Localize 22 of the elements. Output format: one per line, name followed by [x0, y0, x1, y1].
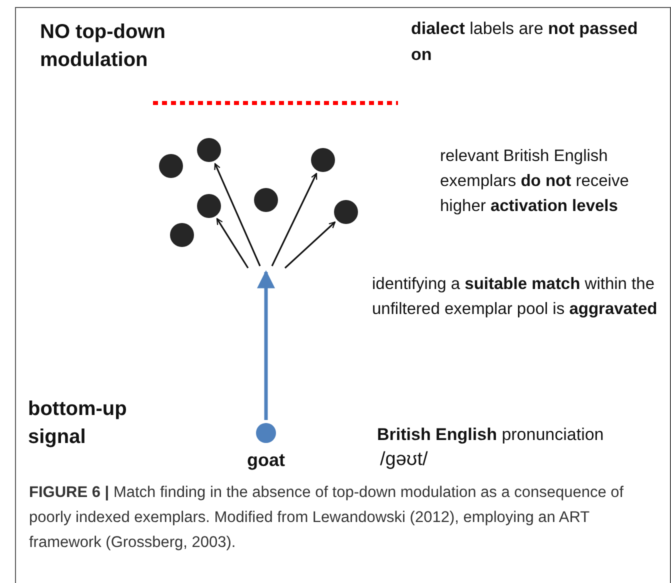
exemplar-dot	[170, 223, 194, 247]
exemplar-dot	[311, 148, 335, 172]
word-label: goat	[246, 449, 286, 471]
exemplar-dot	[334, 200, 358, 224]
exemplar-dot	[159, 154, 183, 178]
signal-source-dot	[256, 423, 276, 443]
annotation-text: dialect labels are not passed on	[411, 18, 639, 66]
heading-text: bottom-up signal	[28, 397, 128, 450]
figure-caption: FIGURE 6 | Match finding in the absence of top-down modulation as a consequence of poorly indexed exemplars. Modified from Lewandowski (2012), employing an ART framework (Grossberg, 2003).	[29, 483, 625, 553]
exemplar-dot	[197, 194, 221, 218]
annotation-text: relevant British English exemplars do not receive higher activation levels	[440, 146, 630, 217]
annotation-text: British English pronunciation	[377, 424, 605, 446]
arrow	[284, 222, 336, 269]
arrow	[271, 172, 318, 266]
arrow	[214, 163, 261, 266]
arrow	[216, 218, 249, 268]
exemplar-dot	[254, 188, 278, 212]
annotation-text: identifying a suitable match within the unfiltered exemplar pool is aggravated	[372, 274, 658, 320]
annotation-text: /gəʊt/	[380, 448, 429, 472]
arrow	[257, 270, 275, 420]
heading-text: NO top-down modulation	[40, 20, 167, 73]
exemplar-dot	[197, 138, 221, 162]
